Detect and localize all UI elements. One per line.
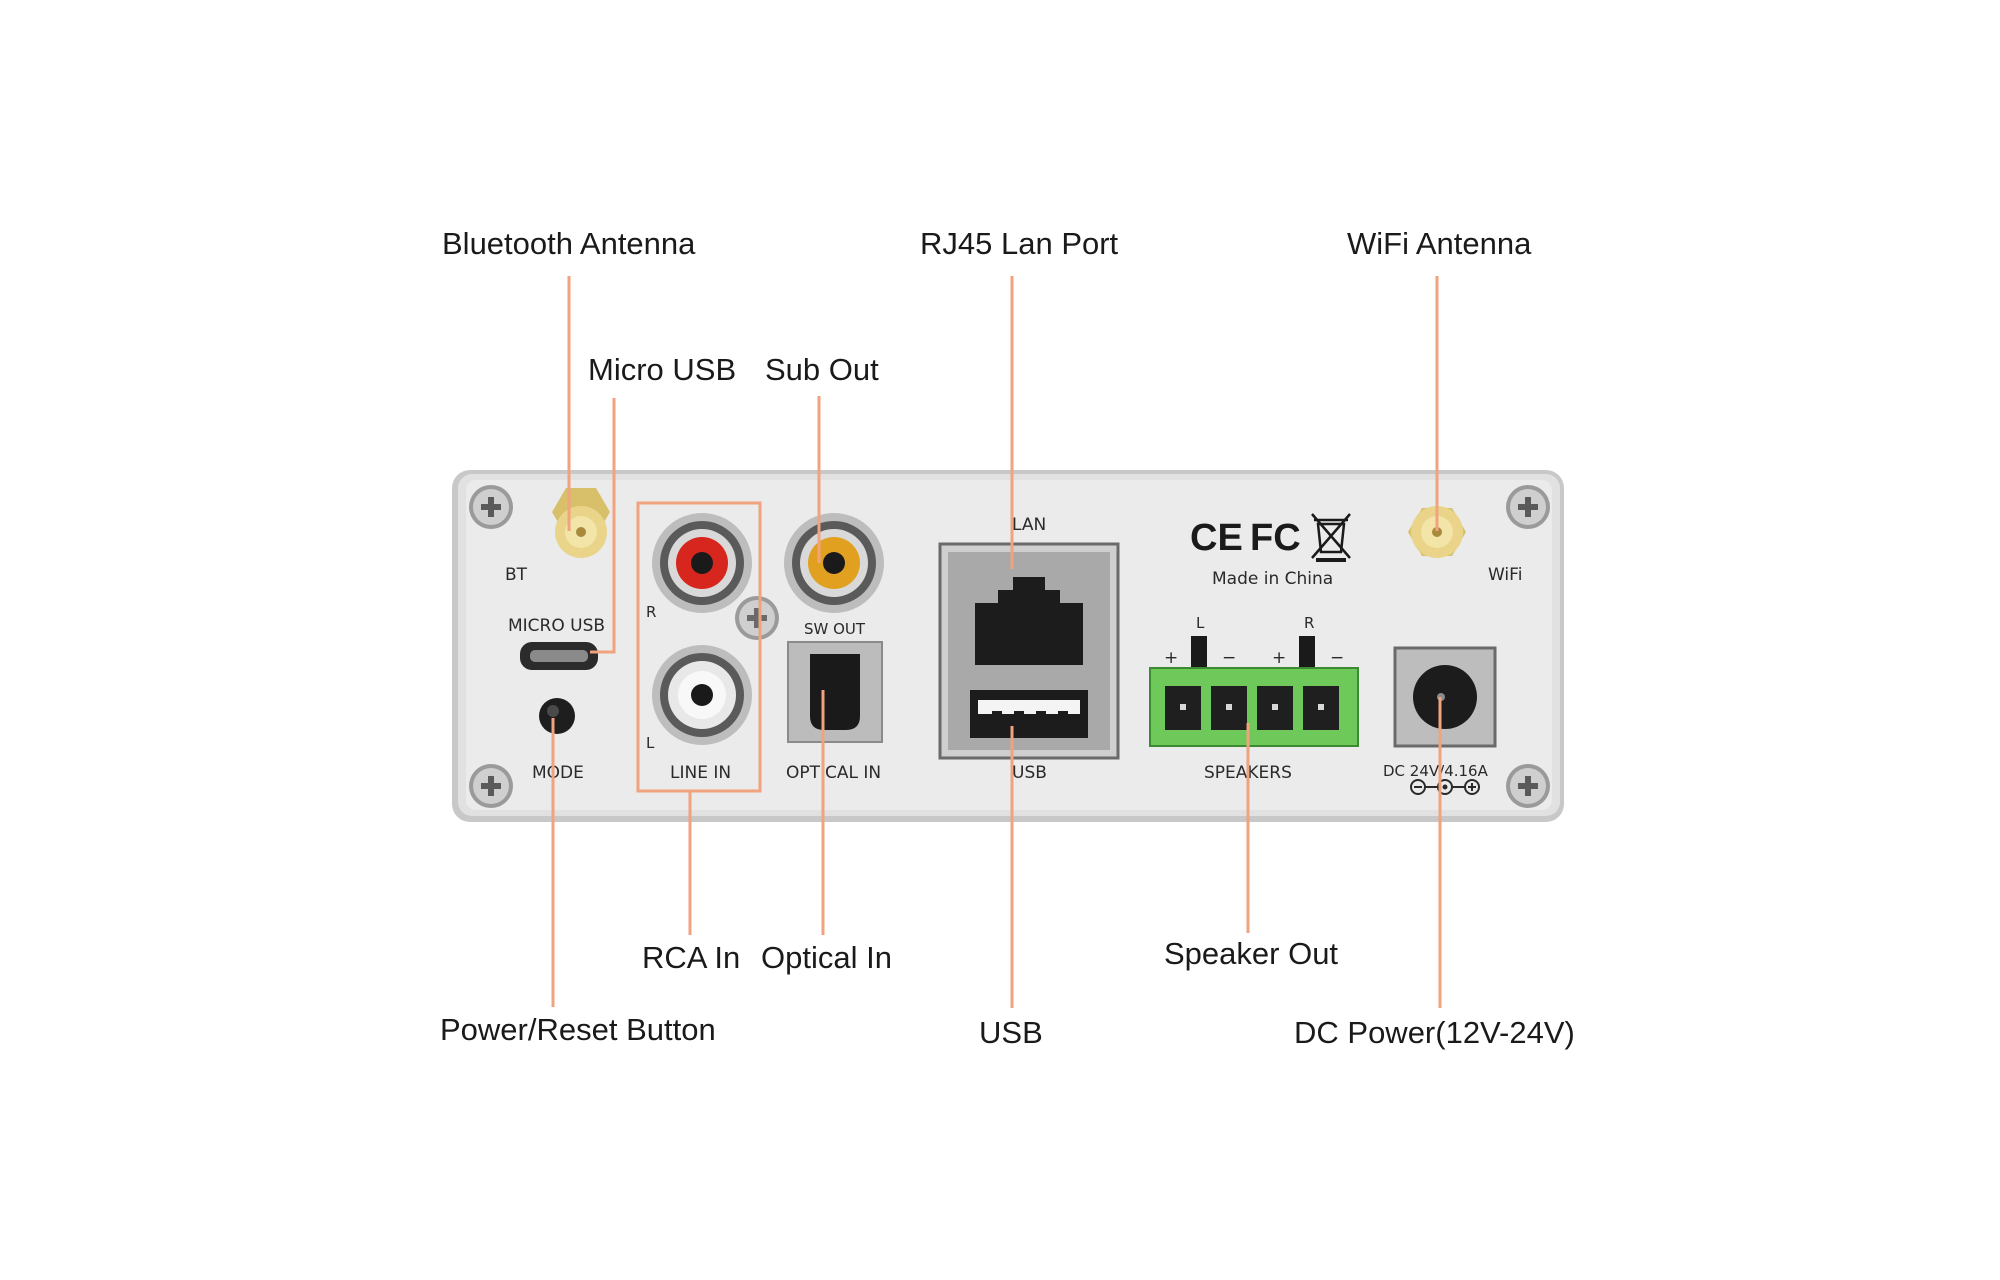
callout-wifi-antenna: WiFi Antenna xyxy=(1347,226,1532,261)
mode-label: MODE xyxy=(532,763,584,783)
line-in-label: LINE IN xyxy=(670,763,731,783)
callout-rj45-lan-port: RJ45 Lan Port xyxy=(920,226,1119,261)
mode-button xyxy=(539,698,575,734)
bt-label: BT xyxy=(505,565,528,585)
made-in-china-label: Made in China xyxy=(1212,569,1333,589)
dc-rating-label: DC 24V/4.16A xyxy=(1383,762,1489,780)
rca-highlight-box xyxy=(636,501,762,793)
dc-power-jack xyxy=(1393,646,1497,748)
optical-in-label: OPTICAL IN xyxy=(786,763,881,783)
sw-out-label: SW OUT xyxy=(804,620,866,638)
micro-usb-label: MICRO USB xyxy=(508,616,605,636)
speaker-plus-2: + xyxy=(1272,648,1286,668)
rca-r-label: R xyxy=(646,603,656,621)
fcc-mark: FC xyxy=(1250,517,1301,559)
screw-icon xyxy=(469,485,513,529)
speaker-l-label: L xyxy=(1196,614,1205,632)
rca-left-jack xyxy=(652,645,752,745)
callout-speaker-out: Speaker Out xyxy=(1164,936,1338,971)
ce-mark: CE xyxy=(1190,517,1243,559)
callout-dc-power: DC Power(12V-24V) xyxy=(1294,1015,1575,1050)
usb-label: USB xyxy=(1012,763,1047,783)
lan-label: LAN xyxy=(1012,515,1046,535)
sub-out-jack xyxy=(784,513,884,613)
screw-icon xyxy=(469,764,513,808)
speaker-minus-1: − xyxy=(1222,648,1236,668)
bt-antenna-connector xyxy=(552,488,610,558)
speaker-terminal xyxy=(1149,636,1359,747)
callout-micro-usb: Micro USB xyxy=(588,352,736,387)
rca-l-label: L xyxy=(646,734,655,752)
screw-icon xyxy=(735,596,779,640)
callout-usb: USB xyxy=(979,1015,1043,1050)
callout-sub-out: Sub Out xyxy=(765,352,879,387)
leader-micro-usb xyxy=(590,398,616,654)
micro-usb-port xyxy=(520,642,598,670)
rj45-port xyxy=(975,577,1083,665)
usb-port xyxy=(970,690,1088,738)
wifi-label: WiFi xyxy=(1488,565,1522,585)
speaker-plus-1: + xyxy=(1164,648,1178,668)
speaker-r-label: R xyxy=(1304,614,1314,632)
weee-bin-icon xyxy=(1311,513,1351,562)
polarity-icon xyxy=(1410,779,1480,795)
screw-icon xyxy=(1506,485,1550,529)
callout-bluetooth-antenna: Bluetooth Antenna xyxy=(442,226,696,261)
screw-icon xyxy=(1506,764,1550,808)
rca-right-jack xyxy=(652,513,752,613)
callout-power-reset-button: Power/Reset Button xyxy=(440,1012,716,1047)
wifi-antenna-connector xyxy=(1408,506,1466,558)
callout-optical-in: Optical In xyxy=(761,940,892,975)
optical-in-port xyxy=(787,641,883,743)
speaker-minus-2: − xyxy=(1330,648,1344,668)
callout-rca-in: RCA In xyxy=(642,940,740,975)
